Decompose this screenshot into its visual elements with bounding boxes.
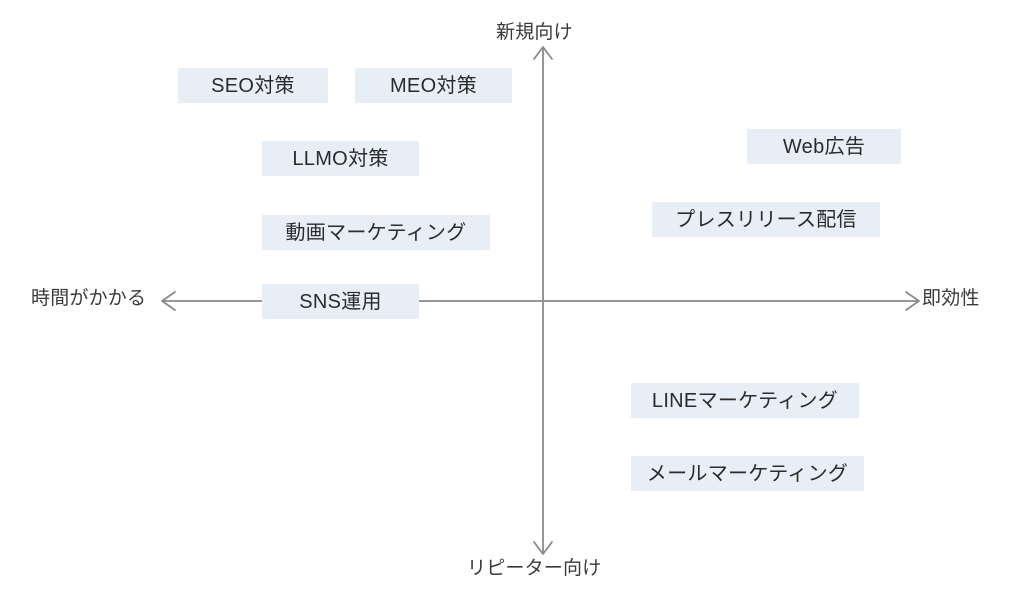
matrix-item-chip: MEO対策 <box>355 68 512 103</box>
axis-arrow-right-icon <box>905 291 920 311</box>
axis-arrow-down-icon <box>533 541 553 555</box>
matrix-item-chip: メールマーケティング <box>631 456 864 491</box>
axis-label-left: 時間がかかる <box>31 288 147 309</box>
axis-label-right: 即効性 <box>922 288 980 309</box>
axis-label-top: 新規向け <box>496 22 573 43</box>
matrix-item-chip: 動画マーケティング <box>262 215 490 250</box>
matrix-item-chip: SNS運用 <box>262 284 419 319</box>
matrix-item-chip: Web広告 <box>747 129 901 164</box>
matrix-item-chip: SEO対策 <box>178 68 328 103</box>
matrix-item-chip: LINEマーケティング <box>631 383 859 418</box>
axis-label-bottom: リピーター向け <box>467 558 602 579</box>
matrix-item-chip: LLMO対策 <box>262 141 419 176</box>
axis-arrow-left-icon <box>161 291 176 311</box>
axis-arrow-up-icon <box>533 46 553 60</box>
matrix-item-chip: プレスリリース配信 <box>652 202 880 237</box>
vertical-axis <box>533 46 553 555</box>
